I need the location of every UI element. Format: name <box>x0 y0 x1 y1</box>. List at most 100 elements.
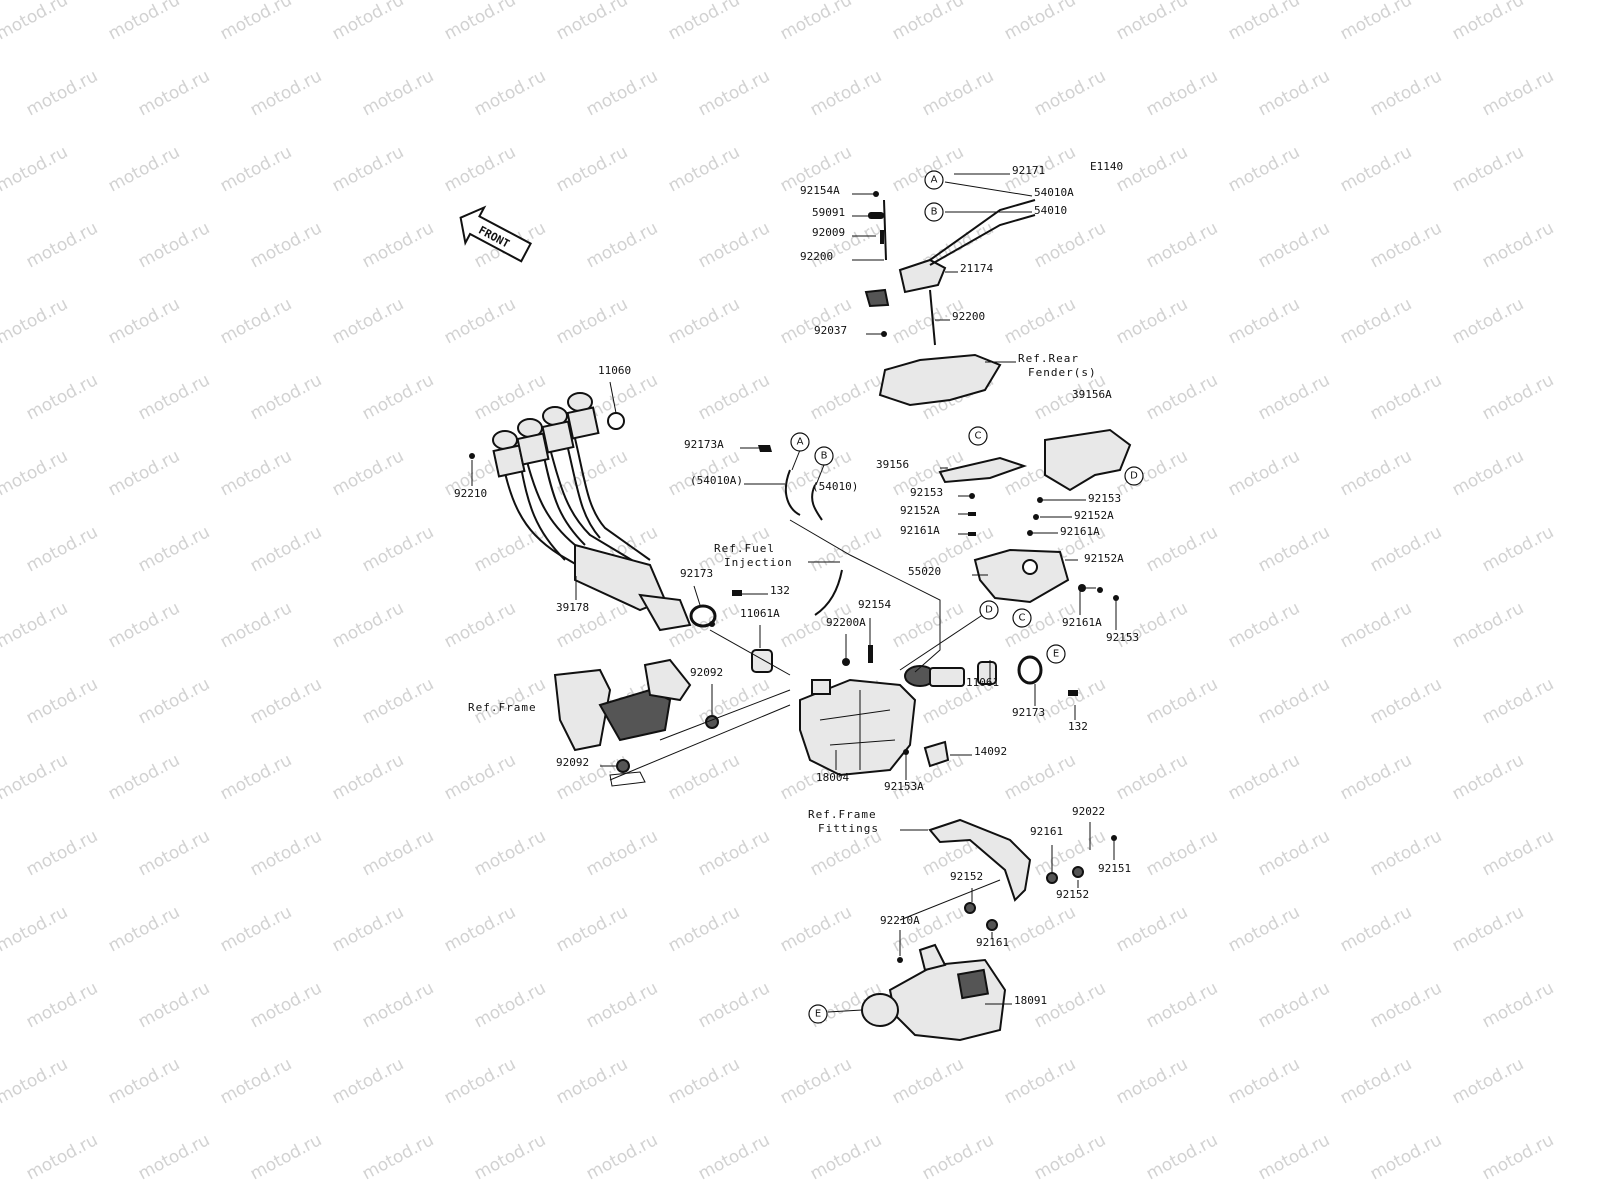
watermark-text: motod.ru <box>359 1130 437 1184</box>
watermark-text: motod.ru <box>329 598 407 652</box>
watermark-text: motod.ru <box>1031 218 1109 272</box>
watermark-text: motod.ru <box>1113 902 1191 956</box>
watermark-text: motod.ru <box>1367 66 1445 120</box>
watermark-text: motod.ru <box>247 674 325 728</box>
o2-sensor-icon <box>814 569 843 616</box>
watermark-text: motod.ru <box>105 750 183 804</box>
watermark-text: motod.ru <box>441 294 519 348</box>
watermark-text: motod.ru <box>1225 902 1303 956</box>
callout-circle-icon <box>808 1004 828 1024</box>
watermark-text: motod.ru <box>777 1054 855 1108</box>
watermark-text: motod.ru <box>135 674 213 728</box>
watermark-text: motod.ru <box>1337 142 1415 196</box>
callout-circle-icon <box>979 600 999 620</box>
watermark-text: motod.ru <box>1143 674 1221 728</box>
watermark-text: motod.ru <box>247 218 325 272</box>
part-number-label: 132 <box>1068 720 1088 733</box>
part-number-label: 92171 <box>1012 164 1045 177</box>
part-number-label: 92092 <box>556 756 589 769</box>
watermark-text: motod.ru <box>1449 598 1527 652</box>
callout-marker: C <box>1012 608 1032 628</box>
callout-marker: B <box>924 202 944 222</box>
watermark-text: motod.ru <box>1255 1130 1333 1184</box>
watermark-text: motod.ru <box>1479 66 1557 120</box>
watermark-text: motod.ru <box>1113 142 1191 196</box>
watermark-text: motod.ru <box>695 218 773 272</box>
watermark-text: motod.ru <box>919 66 997 120</box>
watermark-text: motod.ru <box>471 826 549 880</box>
watermark-text: motod.ru <box>1367 1130 1445 1184</box>
callout-marker: D <box>1124 466 1144 486</box>
watermark-text: motod.ru <box>1479 522 1557 576</box>
watermark-text: motod.ru <box>665 294 743 348</box>
watermark-text: motod.ru <box>695 978 773 1032</box>
part-number-label: 92152A <box>900 504 940 517</box>
part-number-label: 11061A <box>740 607 780 620</box>
watermark-text: motod.ru <box>1255 978 1333 1032</box>
watermark-text: motod.ru <box>217 446 295 500</box>
watermark-text: motod.ru <box>1337 446 1415 500</box>
watermark-text: motod.ru <box>1449 0 1527 44</box>
watermark-text: motod.ru <box>329 294 407 348</box>
part-number-label: 55020 <box>908 565 941 578</box>
watermark-text: motod.ru <box>329 446 407 500</box>
callout-letter: E <box>1053 649 1059 660</box>
watermark-text: motod.ru <box>919 1130 997 1184</box>
watermark-text: motod.ru <box>777 0 855 44</box>
watermark-text: motod.ru <box>105 294 183 348</box>
part-number-label: 92092 <box>690 666 723 679</box>
watermark-text: motod.ru <box>1113 0 1191 44</box>
watermark-text: motod.ru <box>695 1130 773 1184</box>
reference-label: Ref.Rear <box>1018 352 1079 365</box>
watermark-text: motod.ru <box>329 902 407 956</box>
watermark-text: motod.ru <box>135 978 213 1032</box>
routing-line-2 <box>659 689 791 741</box>
callout-circle-icon <box>814 446 834 466</box>
routing-line-4 <box>709 629 791 676</box>
part-number-label: 92153 <box>1088 492 1121 505</box>
watermark-text: motod.ru <box>1337 902 1415 956</box>
watermark-text: motod.ru <box>807 66 885 120</box>
part-number-label: 92173 <box>1012 706 1045 719</box>
watermark-text: motod.ru <box>135 370 213 424</box>
watermark-text: motod.ru <box>1225 142 1303 196</box>
watermark-text: motod.ru <box>247 978 325 1032</box>
bracket-hole-icon <box>1022 559 1038 575</box>
part-number-label: 54010A <box>1034 186 1074 199</box>
part-number-label: 59091 <box>812 206 845 219</box>
watermark-text: motod.ru <box>0 294 71 348</box>
watermark-text: motod.ru <box>1337 294 1415 348</box>
part-number-label: 92151 <box>1098 862 1131 875</box>
part-number-label: 39156A <box>1072 388 1112 401</box>
watermark-text: motod.ru <box>247 522 325 576</box>
part-number-label: 92152 <box>1056 888 1089 901</box>
watermark-text: motod.ru <box>217 598 295 652</box>
clamp-left-icon <box>689 604 717 628</box>
callout-marker: C <box>968 426 988 446</box>
watermark-text: motod.ru <box>665 142 743 196</box>
watermark-text: motod.ru <box>695 370 773 424</box>
watermark-text: motod.ru <box>1255 522 1333 576</box>
watermark-text: motod.ru <box>1001 750 1079 804</box>
muffler-hanger-bracket <box>928 818 1032 902</box>
watermark-text: motod.ru <box>329 1054 407 1108</box>
part-number-label: 92161A <box>1060 525 1100 538</box>
watermark-text: motod.ru <box>105 1054 183 1108</box>
cover-14092-icon <box>923 740 950 768</box>
callout-marker: B <box>814 446 834 466</box>
watermark-text: motod.ru <box>1449 902 1527 956</box>
watermark-text: motod.ru <box>105 598 183 652</box>
watermark-text: motod.ru <box>1113 294 1191 348</box>
watermark-text: motod.ru <box>553 142 631 196</box>
watermark-text: motod.ru <box>105 446 183 500</box>
front-arrow-icon: FRONT <box>459 205 532 263</box>
watermark-text: motod.ru <box>889 142 967 196</box>
part-number-label: 39156 <box>876 458 909 471</box>
watermark-text: motod.ru <box>359 218 437 272</box>
watermark-text: motod.ru <box>1479 1130 1557 1184</box>
control-cables <box>784 469 801 516</box>
watermark-text: motod.ru <box>807 1130 885 1184</box>
callout-letter: B <box>821 451 828 462</box>
watermark-text: motod.ru <box>1031 66 1109 120</box>
